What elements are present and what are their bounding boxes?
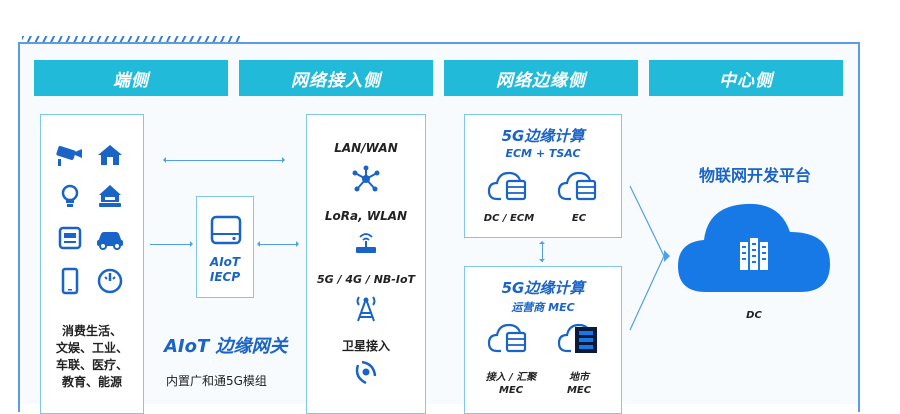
diagram-frame: [18, 42, 860, 412]
access-item-satellite: 卫星接入: [341, 339, 390, 353]
header-network-access: 网络接入侧: [239, 60, 433, 96]
header-device-side: 端侧: [34, 60, 228, 96]
smart-home-icon: [99, 185, 121, 207]
cloud-label: DC: [746, 310, 762, 321]
edge-top-title: 5G边缘计算: [501, 127, 585, 145]
header-network-edge: 网络边缘侧: [444, 60, 638, 96]
device-side-box: 消费生活、 文娱、工业、 车联、医疗、 教育、能源: [40, 114, 144, 414]
connector-device-gateway: [150, 241, 193, 247]
gateway-title: AIoT 边缘网关: [164, 336, 288, 357]
server-cloud-dark-icon: [557, 323, 597, 353]
meter-icon: [58, 226, 82, 250]
router-icon: [210, 215, 242, 245]
satellite-icon: [355, 360, 377, 385]
server-cloud-icon: [557, 171, 597, 201]
edge-bottom-title: 5G边缘计算: [501, 279, 585, 297]
header-center: 中心侧: [649, 60, 843, 96]
network-hub-icon: [352, 165, 380, 192]
connector-edge-center: [629, 185, 670, 331]
network-access-box: LAN/WAN LoRa, WLAN 5G / 4G / NB-IoT 卫星接入: [306, 114, 426, 414]
edge-computing-bottom-box: 5G边缘计算 运营商 MEC 接入 / 汇聚 MEC 地市 MEC: [464, 266, 622, 414]
edge-top-subtitle: ECM + TSAC: [505, 147, 581, 160]
access-item-cellular: 5G / 4G / NB-IoT: [316, 273, 416, 286]
car-icon: [97, 232, 123, 250]
device-caption: 消费生活、 文娱、工业、 车联、医疗、 教育、能源: [55, 324, 128, 389]
server-cloud-icon: [487, 323, 527, 353]
access-item-lora-wlan: LoRa, WLAN: [324, 209, 408, 223]
connector-edge-vertical: [542, 242, 543, 262]
connector-device-network: [163, 157, 285, 163]
center-title: 物联网开发平台: [698, 166, 811, 185]
gateway-module-box: AIoT IECP: [196, 196, 254, 298]
edge-bottom-subtitle: 运营商 MEC: [511, 301, 575, 314]
connector-gateway-network: [257, 241, 299, 247]
gateway-subtitle: 内置广和通5G模组: [166, 374, 267, 388]
wireless-router-icon: [356, 233, 376, 253]
cloud-icon: [678, 203, 830, 292]
edge-top-left-label: DC / ECM: [483, 213, 535, 224]
camera-icon: [56, 145, 82, 166]
decorative-stripes: [22, 36, 240, 44]
arrow-up: [539, 238, 545, 244]
gauge-icon: [97, 268, 123, 294]
cell-tower-icon: [356, 296, 376, 322]
edge-bottom-right-label: 地市 MEC: [566, 372, 592, 396]
edge-top-right-label: EC: [571, 213, 587, 224]
house-icon: [98, 145, 122, 165]
gateway-module-label: AIoT IECP: [209, 255, 241, 284]
server-cloud-icon: [487, 171, 527, 201]
access-item-lan-wan: LAN/WAN: [334, 141, 398, 155]
edge-computing-top-box: 5G边缘计算 ECM + TSAC DC / ECM EC: [464, 114, 622, 238]
bulb-icon: [61, 184, 79, 207]
arrow-down: [539, 259, 545, 265]
phone-icon: [61, 267, 79, 295]
edge-bottom-left-label: 接入 / 汇聚 MEC: [485, 372, 537, 396]
